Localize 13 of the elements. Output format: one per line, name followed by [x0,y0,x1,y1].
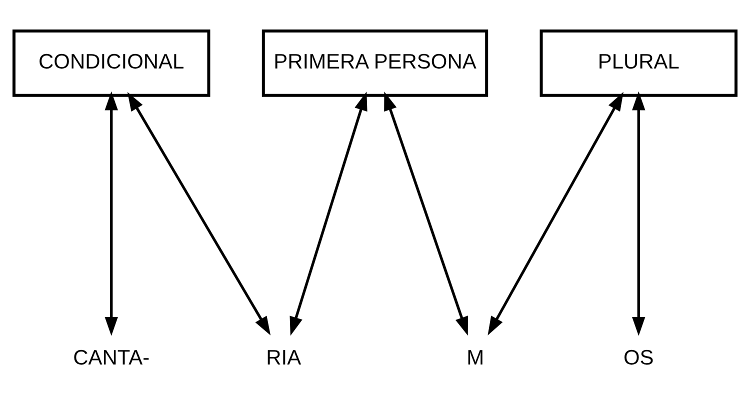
arrow [290,92,368,336]
arrow [384,92,468,336]
node-text: CANTA- [73,346,150,370]
node-box: PLURAL [540,30,738,97]
arrow [104,91,118,336]
arrow [488,92,624,336]
arrow [127,92,271,336]
node-box: PRIMERA PERSONA [262,30,488,97]
node-text: M [466,346,484,370]
node-text: OS [623,346,654,370]
node-text: RIA [266,346,302,370]
arrow [632,91,646,336]
node-box: CONDICIONAL [12,30,210,97]
